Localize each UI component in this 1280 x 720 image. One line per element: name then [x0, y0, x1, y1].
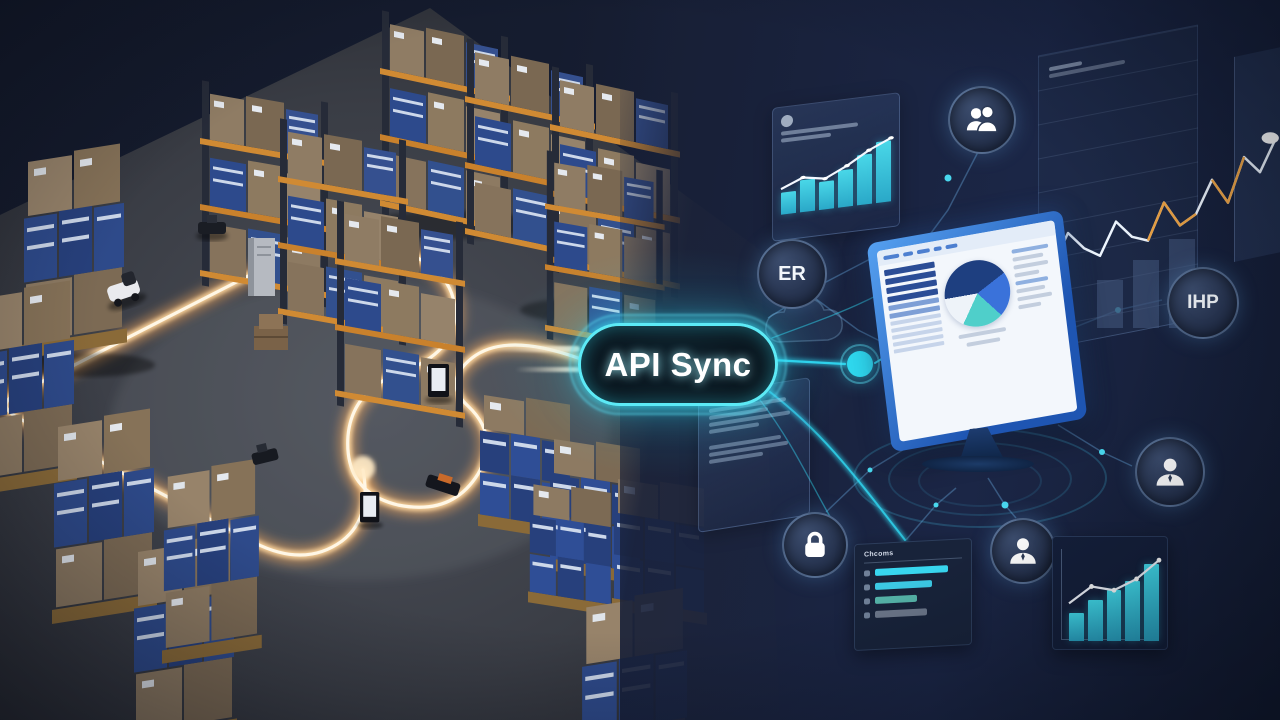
kpi-glass-panel — [772, 92, 900, 242]
light-streak — [495, 346, 580, 352]
status-bar — [875, 579, 933, 590]
status-bar — [875, 565, 949, 576]
growth-chart-card — [1052, 536, 1168, 650]
avatar — [781, 114, 793, 128]
status-row-icons — [864, 569, 870, 619]
status-bar-chart — [875, 564, 962, 618]
status-bar — [875, 608, 928, 618]
growth-bar-chart — [1069, 547, 1162, 641]
monitor-base — [922, 456, 1034, 472]
users-node-badge — [948, 86, 1016, 154]
lock-node-badge — [782, 512, 848, 578]
status-bar — [875, 594, 917, 604]
dashboard-monitor — [866, 209, 1088, 453]
api-sync-hub: API Sync — [578, 323, 778, 406]
users-icon — [967, 105, 999, 134]
integration-status-panel: Chcoms — [854, 537, 972, 652]
erp-node-badge: ER — [757, 239, 827, 309]
user-node-badge — [1135, 437, 1205, 507]
dashboard-screen — [876, 220, 1078, 442]
lock-icon — [805, 531, 825, 557]
api-sync-label: API Sync — [604, 345, 752, 383]
erp-label: ER — [778, 262, 806, 285]
user-node-badge — [990, 518, 1056, 584]
dashboard-pie-chart — [940, 254, 1014, 332]
user-icon — [1010, 538, 1036, 564]
ihp-label: IHP — [1187, 292, 1219, 313]
user-icon — [1156, 458, 1184, 486]
ihp-node-badge: IHP — [1167, 267, 1239, 339]
kpi-bar-chart — [781, 136, 894, 215]
status-panel-heading: Chcoms — [864, 550, 894, 559]
